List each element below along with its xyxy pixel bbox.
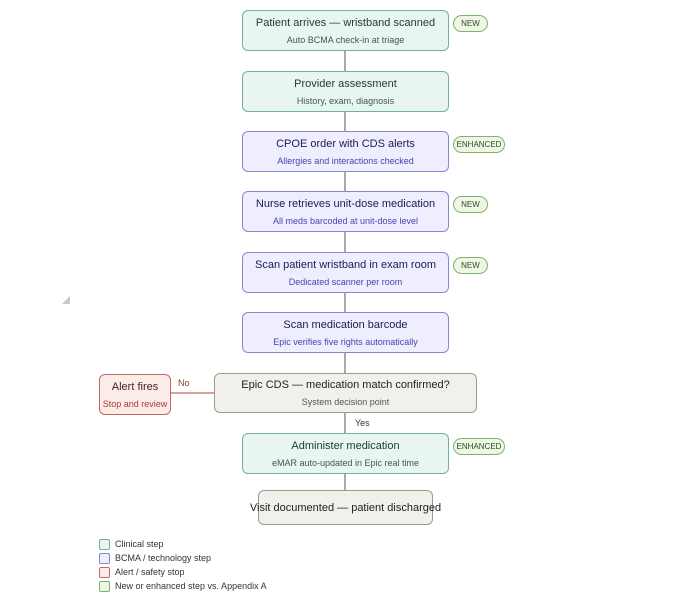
badge-new: NEW	[453, 257, 488, 274]
legend-label: BCMA / technology step	[115, 553, 212, 563]
legend-item-new-enhanced: New or enhanced step vs. Appendix A	[99, 580, 267, 592]
node-subtitle: eMAR auto-updated in Epic real time	[271, 457, 420, 468]
badge-new: NEW	[453, 196, 488, 213]
legend-label: Alert / safety stop	[115, 567, 185, 577]
node-subtitle: Auto BCMA check-in at triage	[286, 34, 405, 45]
legend-swatch	[99, 566, 110, 578]
legend-label: New or enhanced step vs. Appendix A	[115, 581, 267, 591]
node-title: Patient arrives — wristband scanned	[255, 16, 436, 29]
node-title: CPOE order with CDS alerts	[276, 137, 415, 150]
legend-swatch	[99, 538, 110, 550]
node-title: Visit documented — patient discharged	[249, 501, 442, 514]
node-title: Epic CDS — medication match confirmed?	[241, 379, 450, 391]
node-provider-assessment: Provider assessment History, exam, diagn…	[242, 71, 449, 112]
node-administer: Administer medication eMAR auto-updated …	[242, 433, 449, 474]
legend-item-alert: Alert / safety stop	[99, 566, 185, 578]
badge-enhanced: ENHANCED	[453, 136, 505, 153]
node-nurse-retrieves: Nurse retrieves unit-dose medication All…	[242, 191, 449, 232]
node-subtitle: Allergies and interactions checked	[277, 155, 414, 166]
node-subtitle: History, exam, diagnosis	[296, 95, 395, 106]
node-alert-fires: Alert fires Stop and review	[99, 374, 171, 415]
node-subtitle: Epic verifies five rights automatically	[273, 336, 418, 347]
node-title: Scan medication barcode	[283, 318, 408, 331]
node-visit-documented: Visit documented — patient discharged	[250, 490, 441, 525]
node-cpoe-order: CPOE order with CDS alerts Allergies and…	[242, 131, 449, 172]
resize-handle-icon[interactable]	[62, 296, 70, 304]
legend-swatch	[99, 552, 110, 564]
legend-item-bcma: BCMA / technology step	[99, 552, 211, 564]
legend-item-clinical: Clinical step	[99, 538, 164, 550]
node-scan-medication: Scan medication barcode Epic verifies fi…	[242, 312, 449, 353]
legend-swatch	[99, 580, 110, 592]
node-title: Nurse retrieves unit-dose medication	[255, 197, 436, 210]
node-patient-arrives: Patient arrives — wristband scanned Auto…	[242, 10, 449, 51]
node-subtitle: All meds barcoded at unit-dose level	[272, 215, 419, 226]
legend-label: Clinical step	[115, 539, 164, 549]
node-subtitle: Dedicated scanner per room	[288, 276, 403, 287]
edge-label-yes: Yes	[355, 418, 370, 428]
node-subtitle: System decision point	[301, 397, 390, 407]
node-subtitle: Stop and review	[102, 398, 168, 409]
node-title: Administer medication	[291, 439, 400, 452]
edge-label-no: No	[178, 378, 190, 388]
badge-new: NEW	[453, 15, 488, 32]
node-decision: Epic CDS — medication match confirmed? S…	[214, 373, 477, 413]
node-title: Alert fires	[111, 380, 159, 393]
node-scan-wristband: Scan patient wristband in exam room Dedi…	[242, 252, 449, 293]
node-title: Provider assessment	[294, 77, 397, 90]
badge-enhanced: ENHANCED	[453, 438, 505, 455]
node-title: Scan patient wristband in exam room	[255, 258, 436, 271]
